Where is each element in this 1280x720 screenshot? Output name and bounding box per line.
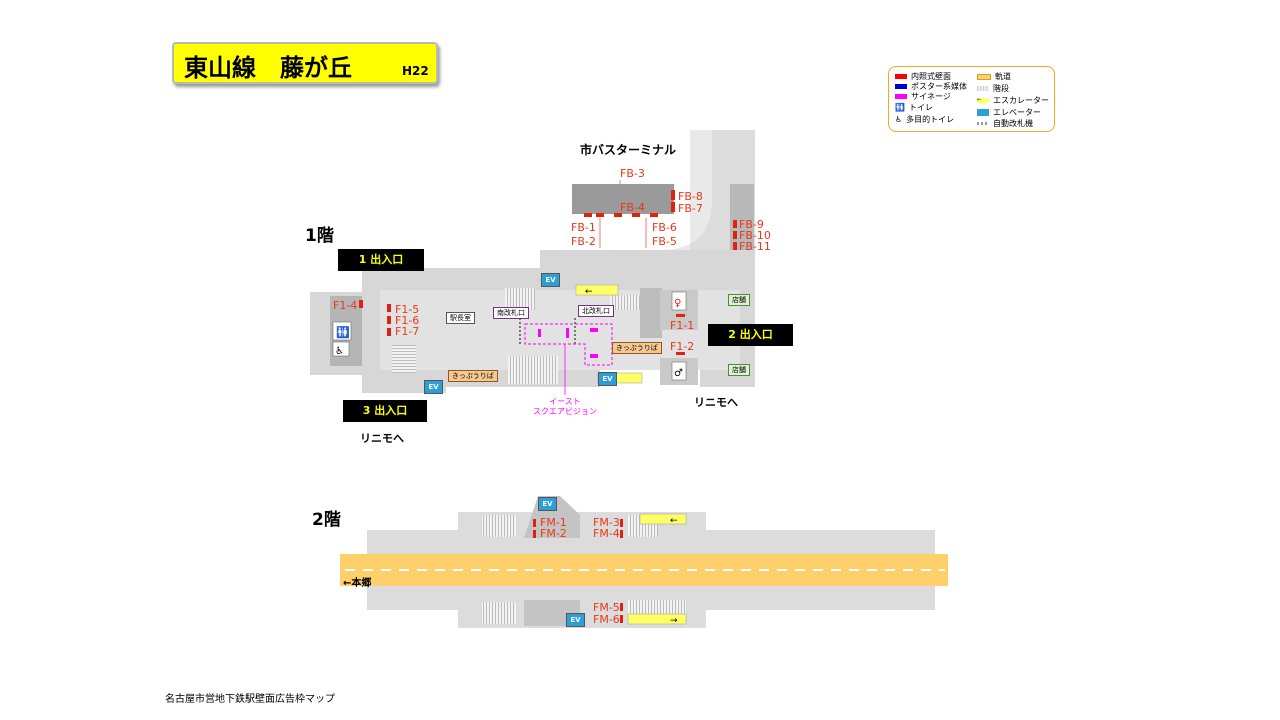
station-office-label: 駅長室 xyxy=(446,312,475,324)
ad-f1-5: F1-5 xyxy=(395,303,420,316)
ad-fb5: FB-5 xyxy=(652,235,677,248)
ticket-office-1: きっぷうりば xyxy=(448,370,498,382)
ad-fb2: FB-2 xyxy=(571,235,596,248)
ad-f1-1: F1-1 xyxy=(670,319,695,332)
magenta-swatch-icon xyxy=(895,94,907,99)
exit-1: 1 出入口 xyxy=(338,249,424,271)
svg-text:←: ← xyxy=(670,516,678,526)
legend-item: 自動改札機 xyxy=(977,119,1033,128)
signage-label: イースト スクエアビジョン xyxy=(533,397,597,416)
ad-f1-2: F1-2 xyxy=(670,340,695,353)
svg-text:←: ← xyxy=(585,287,593,297)
ad-f1-7: F1-7 xyxy=(395,325,420,338)
north-gate-label: 北改札口 xyxy=(578,305,614,317)
exit-3: 3 出入口 xyxy=(343,400,427,422)
footer-caption: 名古屋市営地下鉄駅壁面広告枠マップ xyxy=(165,694,335,705)
legend-item: 内照式壁面 xyxy=(895,72,951,81)
svg-text:→: → xyxy=(670,616,678,626)
escalator-icon: ← xyxy=(977,98,989,103)
shop-1: 店舗 xyxy=(728,294,750,306)
red-swatch-icon xyxy=(895,74,907,79)
ad-fm1: FM-1 xyxy=(540,516,567,529)
title-banner xyxy=(172,42,438,84)
ticket-gate-icon xyxy=(977,122,989,125)
legend-item: ←エスカレーター xyxy=(977,96,1049,105)
ad-fb4: FB-4 xyxy=(620,201,645,214)
elevator-icon: EV xyxy=(598,372,617,386)
shop-2: 店舗 xyxy=(728,364,750,376)
legend-item: サイネージ xyxy=(895,92,951,101)
legend-item: 軌道 xyxy=(977,72,1011,81)
floor2-label: 2階 xyxy=(312,510,341,530)
ad-fm4: FM-4 xyxy=(593,527,620,540)
legend-item: 🚻トイレ xyxy=(895,103,933,112)
ad-fb6: FB-6 xyxy=(652,221,677,234)
legend-item: 階段 xyxy=(977,84,1009,93)
blue-swatch-icon xyxy=(895,84,907,89)
ad-f1-4: F1-4 xyxy=(333,299,358,312)
toilet-icon: 🚻 xyxy=(895,103,905,112)
exit-2: 2 出入口 xyxy=(708,324,793,346)
ad-fb7: FB-7 xyxy=(678,202,703,215)
legend-item: ♿多目的トイレ xyxy=(895,115,955,124)
legend: 内照式壁面 ポスター系媒体 サイネージ 🚻トイレ ♿多目的トイレ 軌道 階段 ←… xyxy=(888,66,1055,132)
accessible-toilet-icon: ♿ xyxy=(895,115,903,124)
ad-fm2: FM-2 xyxy=(540,527,567,540)
ad-fb9: FB-9 xyxy=(739,218,764,231)
stairs-icon xyxy=(977,86,989,91)
south-gate-label: 南改札口 xyxy=(493,307,529,319)
station-title: 東山線 藤が丘 xyxy=(184,54,352,82)
elevator-icon: EV xyxy=(538,497,557,511)
svg-text:♀: ♀ xyxy=(674,298,681,309)
exit-3-note: リニモへ xyxy=(360,432,404,445)
elevator-icon: EV xyxy=(541,273,560,287)
floor1-label: 1階 xyxy=(305,226,334,246)
elevator-icon: EV xyxy=(424,380,443,394)
direction-label: ←本郷 xyxy=(343,578,372,589)
ad-fb3: FB-3 xyxy=(620,167,645,180)
ad-fb10: FB-10 xyxy=(739,229,771,242)
track-icon xyxy=(977,73,991,80)
svg-text:🚻: 🚻 xyxy=(336,326,350,339)
svg-text:♿: ♿ xyxy=(335,346,344,357)
ad-f1-6: F1-6 xyxy=(395,314,420,327)
bus-terminal-label: 市バスターミナル xyxy=(580,143,677,157)
ad-fm5: FM-5 xyxy=(593,601,620,614)
ad-fm3: FM-3 xyxy=(593,516,620,529)
ad-fb8: FB-8 xyxy=(678,190,703,203)
ad-fb1: FB-1 xyxy=(571,221,596,234)
exit-2-note: リニモへ xyxy=(694,396,738,409)
ad-fm6: FM-6 xyxy=(593,613,620,626)
ticket-office-2: きっぷうりば xyxy=(612,342,662,354)
svg-text:♂: ♂ xyxy=(674,368,683,379)
elevator-icon: EV xyxy=(566,613,585,627)
ad-fb11: FB-11 xyxy=(739,240,771,253)
legend-item: エレベーター xyxy=(977,108,1041,117)
station-code: H22 xyxy=(402,64,429,78)
elevator-icon xyxy=(977,109,989,116)
legend-item: ポスター系媒体 xyxy=(895,82,967,91)
